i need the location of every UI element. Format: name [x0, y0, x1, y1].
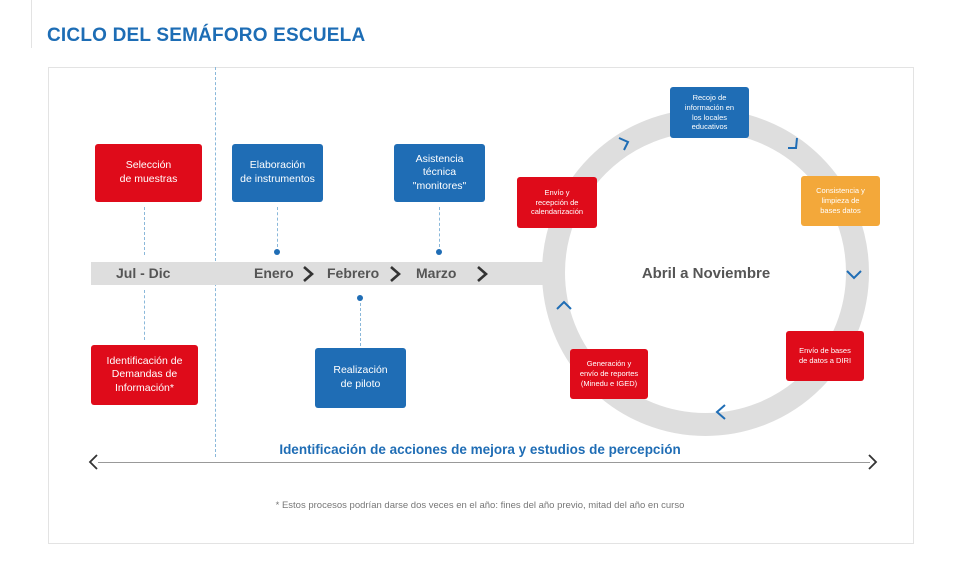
left-rule [31, 0, 32, 48]
timeline-label-febrero: Febrero [327, 265, 380, 281]
page-title: CICLO DEL SEMÁFORO ESCUELA [47, 25, 366, 46]
chevron-right-icon [477, 266, 488, 282]
chevron-right-icon [390, 266, 401, 282]
timeline-label-marzo: Marzo [416, 265, 457, 281]
connector-line [144, 207, 145, 255]
box-identificacion-demandas: Identificación de Demandas de Informació… [91, 345, 198, 405]
box-elaboracion-instrumentos: Elaboración de instrumentos [232, 144, 323, 202]
connector-dot [357, 295, 363, 301]
cycle-chevron-icon [618, 137, 630, 151]
range-line [98, 462, 870, 463]
cycle-chevron-icon [556, 300, 572, 310]
timeline-label-enero: Enero [254, 265, 294, 281]
connector-line [277, 207, 278, 247]
connector-line [144, 290, 145, 340]
box-envio-recepcion-calendarizacion: Envío y recepción de calendarización [517, 177, 597, 228]
timeline-bar [91, 262, 551, 285]
cycle-label: Abril a Noviembre [641, 265, 771, 282]
cycle-chevron-icon [788, 137, 798, 149]
timeline-label-jul-dic: Jul - Dic [116, 265, 171, 281]
chevron-right-icon [868, 454, 878, 470]
footnote: * Estos procesos podrían darse dos veces… [275, 500, 685, 511]
box-seleccion-muestras: Selección de muestras [95, 144, 202, 202]
box-realizacion-piloto: Realización de piloto [315, 348, 406, 408]
diagram-panel [48, 67, 914, 544]
chevron-left-icon [88, 454, 98, 470]
connector-dot [436, 249, 442, 255]
connector-line [439, 207, 440, 247]
connector-dot [274, 249, 280, 255]
connector-line [360, 303, 361, 346]
box-asistencia-tecnica: Asistencia técnica "monitores" [394, 144, 485, 202]
box-generacion-reportes: Generación y envío de reportes (Minedu e… [570, 349, 648, 399]
cycle-chevron-icon [846, 270, 862, 280]
box-consistencia-limpieza: Consistencia y limpieza de bases datos [801, 176, 880, 226]
box-envio-bases-datos: Envío de bases de datos a DIRI [786, 331, 864, 381]
cycle-chevron-icon [715, 404, 726, 420]
box-recojo-informacion: Recojo de información en los locales edu… [670, 87, 749, 138]
chevron-right-icon [303, 266, 314, 282]
range-label: Identificación de acciones de mejora y e… [279, 442, 681, 457]
